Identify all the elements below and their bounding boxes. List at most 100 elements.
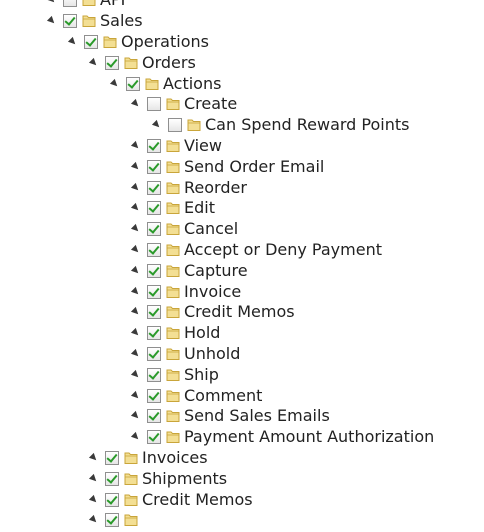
node-checkbox[interactable]: [105, 450, 119, 465]
tree-node[interactable]: ▼ Shipments: [87, 468, 227, 489]
tree-node[interactable]: ▼ Capture: [129, 260, 248, 281]
node-checkbox[interactable]: [147, 284, 161, 299]
expand-arrow-icon[interactable]: ▼: [130, 223, 142, 236]
tree-node[interactable]: ▼ Send Order Email: [129, 156, 324, 177]
node-checkbox[interactable]: [84, 34, 98, 49]
expand-arrow-icon[interactable]: ▼: [130, 306, 142, 319]
node-checkbox[interactable]: [105, 55, 119, 70]
node-label[interactable]: Payment Amount Authorization: [184, 427, 435, 447]
expand-arrow-icon[interactable]: ▼: [130, 98, 142, 111]
node-checkbox[interactable]: [147, 388, 161, 403]
tree-node[interactable]: ▼ Create: [129, 94, 237, 115]
node-label[interactable]: Capture: [184, 260, 248, 280]
node-label[interactable]: API: [100, 0, 125, 10]
tree-node[interactable]: ▼ Send Sales Emails: [129, 406, 330, 427]
node-label[interactable]: Unhold: [184, 343, 241, 363]
tree-node[interactable]: ▼API: [45, 0, 125, 11]
node-label[interactable]: View: [184, 135, 222, 155]
node-checkbox[interactable]: [147, 409, 161, 424]
expand-arrow-icon[interactable]: ▼: [109, 77, 121, 90]
node-label[interactable]: Invoice: [184, 281, 242, 301]
node-label[interactable]: Shipments: [142, 468, 228, 488]
expand-arrow-icon[interactable]: ▼: [130, 181, 142, 194]
tree-node[interactable]: ▼ Unhold: [129, 344, 240, 365]
tree-node[interactable]: ▼ Payment Amount Authorization: [129, 427, 434, 448]
node-checkbox[interactable]: [147, 430, 161, 445]
node-checkbox[interactable]: [147, 367, 161, 382]
tree-node[interactable]: ▼ Invoices: [87, 448, 208, 469]
tree-node[interactable]: ▼: [87, 510, 142, 531]
node-label[interactable]: Create: [184, 94, 238, 114]
tree-node[interactable]: ▼ Operations: [66, 32, 209, 53]
node-checkbox[interactable]: [147, 180, 161, 195]
expand-arrow-icon[interactable]: ▼: [130, 202, 142, 215]
node-checkbox[interactable]: [147, 346, 161, 361]
tree-node[interactable]: ▼ Actions: [108, 73, 221, 94]
tree-node[interactable]: ▼ Orders: [87, 52, 196, 73]
node-checkbox[interactable]: [147, 242, 161, 257]
node-label[interactable]: Edit: [184, 198, 215, 218]
expand-arrow-icon[interactable]: ▼: [151, 119, 163, 132]
node-label[interactable]: Ship: [184, 364, 219, 384]
node-label[interactable]: Send Sales Emails: [184, 406, 330, 426]
node-label[interactable]: Operations: [121, 31, 209, 51]
tree-node[interactable]: ▼ Invoice: [129, 281, 241, 302]
expand-arrow-icon[interactable]: ▼: [67, 36, 79, 48]
expand-arrow-icon[interactable]: ▼: [130, 327, 142, 340]
expand-arrow-icon[interactable]: ▼: [88, 472, 100, 485]
node-label[interactable]: Credit Memos: [142, 489, 253, 509]
tree-node[interactable]: ▼ Credit Memos: [87, 489, 253, 510]
node-label[interactable]: Sales: [100, 11, 143, 31]
node-label[interactable]: Comment: [184, 385, 263, 405]
tree-node[interactable]: ▼ Can Spend Reward Points: [150, 115, 409, 136]
expand-arrow-icon[interactable]: ▼: [130, 348, 142, 360]
expand-arrow-icon[interactable]: ▼: [130, 140, 142, 152]
tree-node[interactable]: ▼ Edit: [129, 198, 215, 219]
node-checkbox[interactable]: [147, 201, 161, 216]
expand-arrow-icon[interactable]: ▼: [88, 493, 100, 506]
node-checkbox[interactable]: [147, 222, 161, 237]
expand-arrow-icon[interactable]: ▼: [88, 56, 100, 69]
node-label[interactable]: Send Order Email: [184, 156, 325, 176]
node-label[interactable]: Cancel: [184, 219, 239, 239]
node-label[interactable]: Reorder: [184, 177, 247, 197]
expand-arrow-icon[interactable]: ▼: [46, 15, 58, 28]
tree-node[interactable]: ▼ Cancel: [129, 219, 238, 240]
node-label[interactable]: Accept or Deny Payment: [184, 239, 382, 259]
tree-node[interactable]: ▼ Sales: [45, 11, 143, 32]
expand-arrow-icon[interactable]: ▼: [130, 410, 142, 423]
node-label[interactable]: Hold: [184, 323, 221, 343]
node-checkbox[interactable]: [147, 263, 161, 278]
expand-arrow-icon[interactable]: ▼: [130, 264, 142, 277]
node-checkbox[interactable]: [126, 76, 140, 91]
node-checkbox[interactable]: [147, 97, 161, 112]
node-checkbox[interactable]: [105, 513, 119, 528]
node-checkbox[interactable]: [105, 471, 119, 486]
node-checkbox[interactable]: [147, 305, 161, 320]
tree-node[interactable]: ▼ Reorder: [129, 177, 247, 198]
node-checkbox[interactable]: [147, 326, 161, 341]
expand-arrow-icon[interactable]: ▼: [88, 452, 100, 464]
expand-arrow-icon[interactable]: ▼: [130, 389, 142, 402]
node-checkbox[interactable]: [63, 14, 77, 29]
tree-node[interactable]: ▼ View: [129, 136, 222, 157]
tree-node[interactable]: ▼ Ship: [129, 364, 219, 385]
node-label[interactable]: Invoices: [142, 447, 208, 467]
expand-arrow-icon[interactable]: ▼: [130, 160, 142, 173]
node-checkbox[interactable]: [147, 159, 161, 174]
node-label[interactable]: Actions: [163, 73, 222, 93]
expand-arrow-icon[interactable]: ▼: [130, 431, 142, 444]
node-checkbox[interactable]: [147, 138, 161, 153]
tree-node[interactable]: ▼ Accept or Deny Payment: [129, 240, 382, 261]
tree-node[interactable]: ▼ Comment: [129, 385, 262, 406]
node-label[interactable]: Can Spend Reward Points: [205, 115, 410, 135]
node-label[interactable]: Orders: [142, 52, 196, 72]
node-checkbox[interactable]: [168, 118, 182, 133]
tree-node[interactable]: ▼ Credit Memos: [129, 302, 295, 323]
node-checkbox[interactable]: [105, 492, 119, 507]
node-label[interactable]: Credit Memos: [184, 302, 295, 322]
expand-arrow-icon[interactable]: ▼: [130, 244, 142, 256]
node-checkbox[interactable]: [63, 0, 77, 8]
expand-arrow-icon[interactable]: ▼: [130, 368, 142, 381]
expand-arrow-icon[interactable]: ▼: [130, 285, 142, 298]
